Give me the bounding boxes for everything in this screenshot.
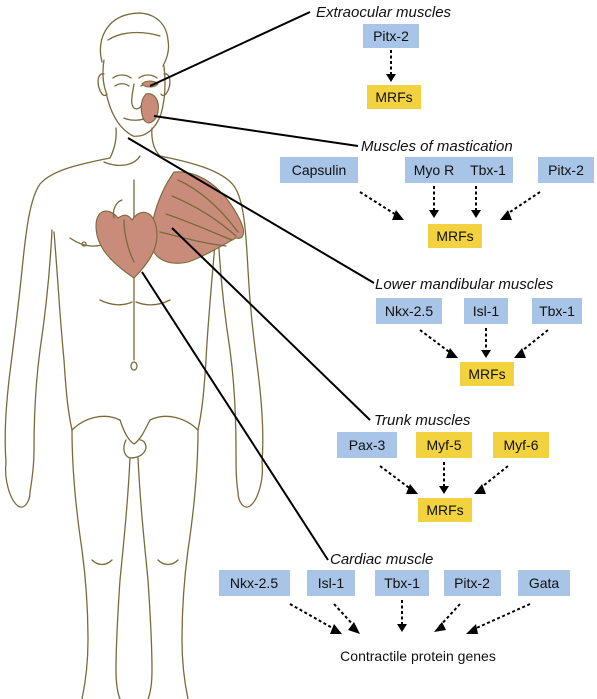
mrf-label: MRFs <box>436 228 473 244</box>
regulator-box <box>307 570 355 596</box>
human-body-illustration <box>4 12 264 699</box>
leader-trunk <box>171 227 371 421</box>
group-title: Lower mandibular muscles <box>375 276 554 293</box>
mrf-label: MRFs <box>375 89 412 105</box>
leader-mastication <box>153 115 359 147</box>
regulator-label: Pitx-2 <box>454 575 490 591</box>
regulator-box <box>363 24 419 48</box>
regulator-box <box>337 432 397 458</box>
mrf-box <box>460 362 514 386</box>
regulator-box <box>518 570 570 596</box>
regulator-box <box>464 298 508 324</box>
regulator-label: Nkx-2.5 <box>385 303 433 319</box>
mrf-box <box>428 224 482 248</box>
mrf-label: MRFs <box>468 366 505 382</box>
group-title: Muscles of mastication <box>361 138 513 155</box>
leader-cardiac <box>141 271 329 561</box>
group-mastication: Muscles of mastication Capsulin Myo R Tb… <box>280 138 594 248</box>
regulator-label: Myf-6 <box>504 437 539 453</box>
regulator-label: Myf-5 <box>427 437 462 453</box>
group-title: Cardiac muscle <box>330 551 433 568</box>
regulator-label: Pitx-2 <box>373 28 409 44</box>
regulator-label: Tbx-1 <box>470 162 506 178</box>
group-title: Trunk muscles <box>374 412 471 429</box>
regulator-box <box>416 432 472 458</box>
leader-lower-mandibular <box>127 137 375 284</box>
mrf-box <box>418 498 472 522</box>
regulator-box <box>280 157 358 183</box>
regulator-box <box>493 432 549 458</box>
regulator-box <box>463 157 513 183</box>
pectoral-muscle <box>150 171 245 264</box>
regulator-box <box>376 298 442 324</box>
mrf-label: MRFs <box>426 502 463 518</box>
regulator-label: Isl-1 <box>318 575 345 591</box>
regulator-label: Pax-3 <box>349 437 386 453</box>
group-title: Extraocular muscles <box>316 4 452 21</box>
group-trunk: Trunk muscles Pax-3 Myf-5 Myf-6 MRFs <box>337 412 549 522</box>
contractile-genes-label: Contractile protein genes <box>340 648 496 664</box>
group-extraocular: Extraocular muscles Pitx-2 MRFs <box>316 4 452 109</box>
regulator-box <box>444 570 501 596</box>
regulator-box <box>219 570 290 596</box>
regulator-box <box>532 298 582 324</box>
regulator-label: Isl-1 <box>473 303 500 319</box>
regulator-label: Tbx-1 <box>384 575 420 591</box>
regulator-label: Capsulin <box>292 162 346 178</box>
leader-lines <box>127 11 375 561</box>
extraocular-muscle-region <box>141 80 159 88</box>
mrf-box <box>367 85 421 109</box>
group-cardiac: Cardiac muscle Nkx-2.5 Isl-1 Tbx-1 Pitx-… <box>219 551 570 664</box>
regulator-box <box>405 157 463 183</box>
regulator-label: Myo R <box>414 162 454 178</box>
heart <box>95 210 158 279</box>
leader-extraocular <box>149 11 311 87</box>
group-lower-mandibular: Lower mandibular muscles Nkx-2.5 Isl-1 T… <box>375 276 582 386</box>
highlighted-muscles <box>95 80 245 279</box>
regulator-label: Nkx-2.5 <box>230 575 278 591</box>
regulator-label: Gata <box>529 575 560 591</box>
regulator-label: Tbx-1 <box>539 303 575 319</box>
masseter-region <box>140 93 159 124</box>
regulator-label: Pitx-2 <box>548 162 584 178</box>
regulator-box <box>375 570 429 596</box>
regulator-box <box>538 157 594 183</box>
